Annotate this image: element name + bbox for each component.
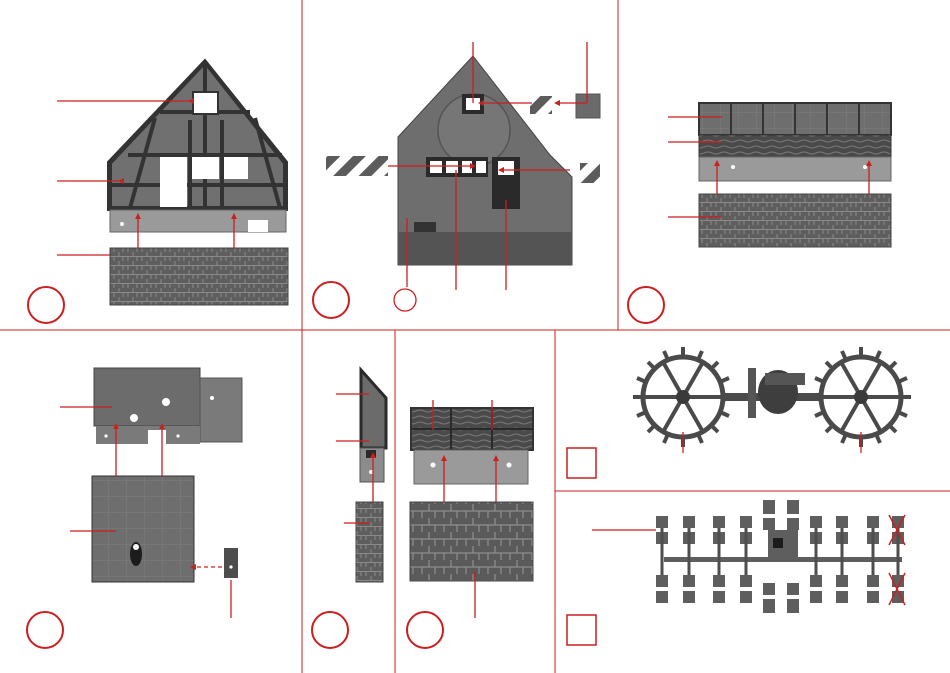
square-badge-icon xyxy=(567,615,596,645)
panel-paddle-sprue xyxy=(567,500,905,645)
panel-water-wheel-assembly xyxy=(567,347,911,478)
step-badge-icon xyxy=(313,282,349,318)
step-badge-icon xyxy=(312,612,348,648)
panel-side-wall-assembly xyxy=(628,103,891,323)
step-badge-icon xyxy=(628,287,664,323)
panel-floor-base-assembly xyxy=(27,368,242,648)
panel-gable-front-assembly xyxy=(28,60,288,323)
panel-gable-rear-assembly xyxy=(313,42,600,318)
step-badge-icon xyxy=(28,287,64,323)
step-badge-icon xyxy=(27,612,63,648)
panel-front-wall-assembly xyxy=(407,400,533,648)
panel-small-gable-assembly xyxy=(312,370,386,648)
square-badge-icon xyxy=(567,448,596,478)
step-badge-icon xyxy=(407,612,443,648)
small-circle-marker-icon xyxy=(394,289,416,311)
